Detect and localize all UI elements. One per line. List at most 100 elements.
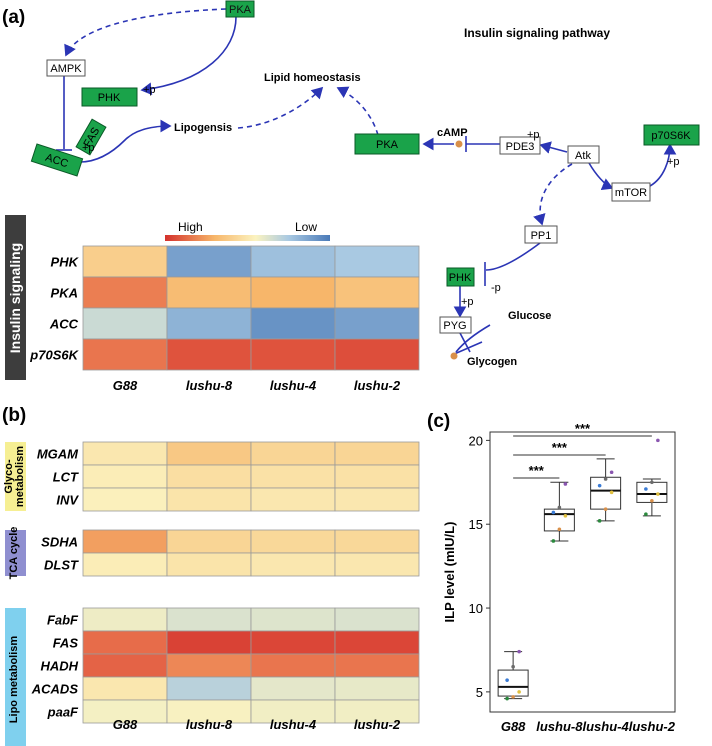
heatmap-a-row-label: ACC — [49, 317, 79, 332]
edge-pka-lipid — [336, 86, 379, 136]
heatmap-a-column-label: G88 — [113, 378, 138, 393]
heatmap-a-cell — [82, 307, 168, 340]
heatmap-b-cell — [82, 607, 168, 632]
svg-text:PDE3: PDE3 — [506, 141, 535, 153]
lipid-homeostasis-label: Lipid homeostasis — [264, 72, 361, 84]
plot-frame — [489, 431, 676, 713]
node-phk-top: PHK — [81, 87, 138, 107]
node-pka-top: PKA — [225, 0, 255, 18]
heatmap-a-cell — [82, 245, 168, 278]
camp-label: cAMP — [437, 127, 468, 139]
heatmap-b-cell — [166, 630, 252, 655]
heatmap-b-cell — [250, 653, 336, 678]
y-tick-label: 15 — [469, 517, 483, 532]
data-point — [517, 690, 521, 694]
heatmap-b-row-label: FAS — [53, 636, 79, 651]
heatmap-b-group-label: Lipo metabolism — [8, 636, 20, 724]
data-point — [609, 490, 614, 495]
heatmap-b-group-label: TCA cycle — [8, 527, 20, 580]
heatmap-b-row-label: LCT — [53, 470, 79, 485]
data-point — [656, 492, 660, 496]
node-pde3: PDE3 — [499, 136, 541, 155]
svg-text:PHK: PHK — [98, 92, 121, 104]
node-acc: ACC — [30, 143, 84, 177]
heatmap-b-cell — [166, 529, 252, 554]
edge-pka-phk — [140, 16, 237, 96]
heatmap-a-cell — [82, 338, 168, 371]
insulin-signaling-label: Insulin signaling — [7, 243, 23, 353]
heatmap-b-cell — [166, 653, 252, 678]
heatmap-b-cell — [334, 441, 420, 466]
node-ampk: AMPK — [46, 59, 86, 77]
data-point — [517, 649, 521, 654]
heatmap-b-cell — [166, 552, 252, 577]
heatmap-b-cell — [82, 653, 168, 678]
heatmap-b-cell — [250, 676, 336, 701]
heatmap-b-column-label: lushu-8 — [186, 717, 233, 732]
heatmap-a-column-label: lushu-4 — [270, 378, 317, 393]
heatmap-a-cell — [250, 276, 336, 309]
heatmap-a-cell — [166, 307, 252, 340]
insulin-signaling-sidebar — [5, 215, 26, 380]
heatmap-b-cell — [334, 607, 420, 632]
panel-label-b: (b) — [2, 405, 26, 426]
heatmap-a-cell — [250, 338, 336, 371]
node-phk-mid: PHK — [446, 267, 475, 287]
edge-atk-pde3 — [539, 141, 568, 154]
data-point — [511, 664, 515, 669]
heatmap-b-cell — [166, 607, 252, 632]
svg-text:PKA: PKA — [376, 139, 399, 151]
legend-high-label: High — [178, 220, 203, 234]
heatmap-b-cell — [166, 464, 252, 489]
heatmap-a-cell — [166, 276, 252, 309]
plus-p-pde3: +p — [527, 129, 540, 141]
heatmap-b-column-label: lushu-2 — [354, 717, 401, 732]
edge-atk-pp1 — [533, 163, 573, 226]
heatmap-b-cell — [82, 441, 168, 466]
edge-pyg-glycogen — [459, 332, 471, 353]
edge-mtor-p70s6k — [649, 143, 677, 187]
heatmap-a-column-label: lushu-2 — [354, 378, 401, 393]
svg-text:PYG: PYG — [443, 320, 466, 332]
heatmap-b-row-label: DLST — [44, 558, 79, 573]
pathway-edges — [56, 8, 677, 356]
plus-p-phk: +p — [143, 84, 156, 96]
glycogen-dot — [450, 352, 458, 360]
heatmap-a-cell — [334, 276, 420, 309]
data-point — [603, 477, 608, 481]
pathway-title: Insulin signaling pathway — [464, 26, 610, 40]
node-p70s6k: p70S6K — [643, 124, 700, 146]
data-point — [551, 539, 556, 543]
heatmap-a-cell — [166, 245, 252, 278]
heatmap-a-cell — [334, 307, 420, 340]
heatmap-b-column-label: G88 — [113, 717, 138, 732]
data-point — [551, 510, 556, 515]
y-tick-label: 5 — [476, 685, 483, 700]
camp-dot — [455, 140, 463, 148]
node-pyg: PYG — [439, 316, 472, 334]
heatmap-a-cell — [334, 245, 420, 278]
data-point — [557, 505, 562, 510]
heatmap-a: High Low Insulin signaling PHKPKAACCp70S… — [5, 215, 420, 393]
edge-glucose-glycogen — [455, 324, 491, 353]
edge-lipogensis-lipid — [237, 86, 324, 129]
data-point — [563, 514, 568, 518]
heatmap-b-cell — [334, 487, 420, 512]
heatmap-b-cell — [166, 487, 252, 512]
heatmap-a-cell — [334, 338, 420, 371]
data-point — [505, 696, 509, 701]
heatmap-b-cell — [334, 529, 420, 554]
svg-text:PKA: PKA — [229, 4, 252, 16]
heatmap-b-cell — [82, 676, 168, 701]
svg-text:mTOR: mTOR — [615, 187, 647, 199]
heatmap-b-cell — [250, 464, 336, 489]
heatmap-b-cell — [82, 464, 168, 489]
heatmap-a-column-labels: G88 lushu-8 lushu-4 lushu-2 — [113, 378, 401, 393]
data-point — [644, 487, 648, 491]
heatmap-a-column-label: lushu-8 — [186, 378, 233, 393]
heatmap-b-group-label: Glyco- — [3, 459, 15, 494]
heatmap-b-cell — [166, 676, 252, 701]
